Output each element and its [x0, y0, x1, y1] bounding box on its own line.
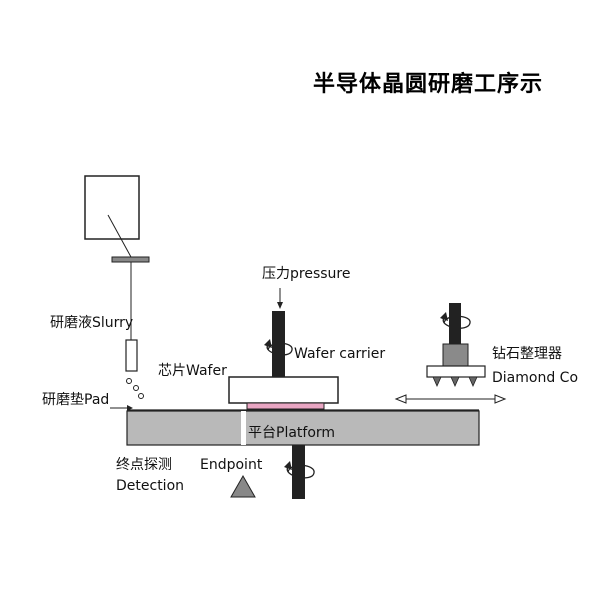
pad-label: 研磨垫Pad	[42, 392, 110, 408]
endpoint-window	[241, 411, 246, 445]
diamond-cn-label: 钻石整理器	[492, 346, 562, 362]
conditioner-disk	[426, 365, 486, 378]
carrier-shaft	[272, 311, 285, 378]
wafer	[246, 402, 325, 410]
conditioner-rotation-arrow	[442, 315, 471, 329]
conditioner-shaft	[449, 303, 461, 345]
slurry-drop	[126, 378, 132, 384]
diamond-tip	[450, 376, 460, 387]
sweep-arrow-right	[494, 394, 507, 404]
endpoint-detector	[230, 474, 256, 498]
diamond-en-label: Diamond Co	[492, 370, 579, 386]
slurry-tank	[84, 175, 140, 240]
conditioner-rotation-head	[440, 312, 448, 321]
diamond-tip	[468, 376, 478, 387]
wafer-carrier	[228, 376, 339, 404]
wafer-carrier-label: Wafer carrier	[294, 346, 386, 362]
slurry-drop	[138, 393, 144, 399]
valve-plate	[111, 256, 150, 263]
platform-shaft	[292, 445, 305, 499]
slurry-label: 研磨液Slurry	[50, 315, 134, 331]
platform-rotation-head	[284, 461, 292, 470]
carrier-rotation-head	[264, 339, 272, 348]
tank-valve-line	[107, 214, 132, 258]
endpoint-en-label: Endpoint	[200, 457, 263, 473]
detection-label: Detection	[116, 478, 185, 494]
wafer-label: 芯片Wafer	[158, 363, 227, 379]
pressure-arrow-head	[277, 302, 283, 309]
conditioner-head	[442, 343, 469, 367]
platform-rotation-arrow	[286, 464, 315, 479]
carrier-rotation-arrow	[266, 342, 293, 356]
diamond-tip	[432, 376, 442, 387]
diagram-title: 半导体晶圆研磨工序示	[313, 72, 544, 97]
sweep-arrow-left	[394, 394, 407, 404]
platform-label: 平台Platform	[248, 425, 336, 441]
endpoint-cn-label: 终点探测	[116, 457, 172, 473]
pressure-label: 压力pressure	[262, 266, 351, 282]
slurry-drop	[133, 385, 139, 391]
slurry-nozzle	[125, 339, 138, 372]
